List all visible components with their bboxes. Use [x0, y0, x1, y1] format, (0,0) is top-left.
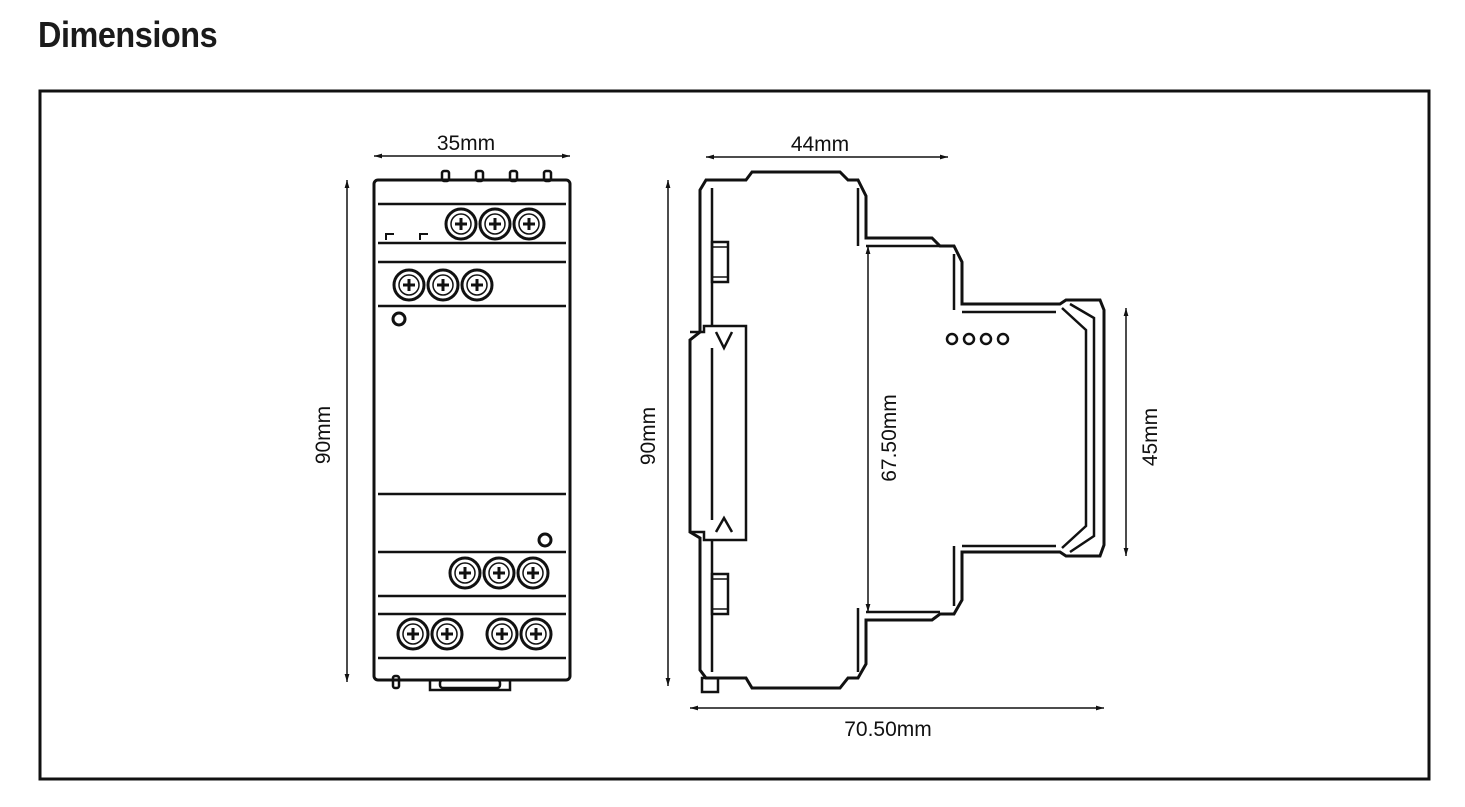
side-top-width-label: 44mm — [791, 133, 849, 156]
side-right-height-label: 45mm — [1139, 408, 1162, 466]
front-width-label: 35mm — [437, 132, 495, 155]
drawing-frame — [38, 89, 1431, 781]
front-view — [372, 169, 572, 692]
page-title: Dimensions — [38, 14, 218, 55]
side-view — [688, 170, 1106, 694]
side-bottom-width-label: 70.50mm — [844, 718, 932, 741]
front-terminal-screws — [392, 207, 553, 651]
side-height-label: 90mm — [637, 407, 660, 465]
front-height-label: 90mm — [312, 406, 335, 464]
side-inner-height-label: 67.50mm — [878, 394, 901, 482]
